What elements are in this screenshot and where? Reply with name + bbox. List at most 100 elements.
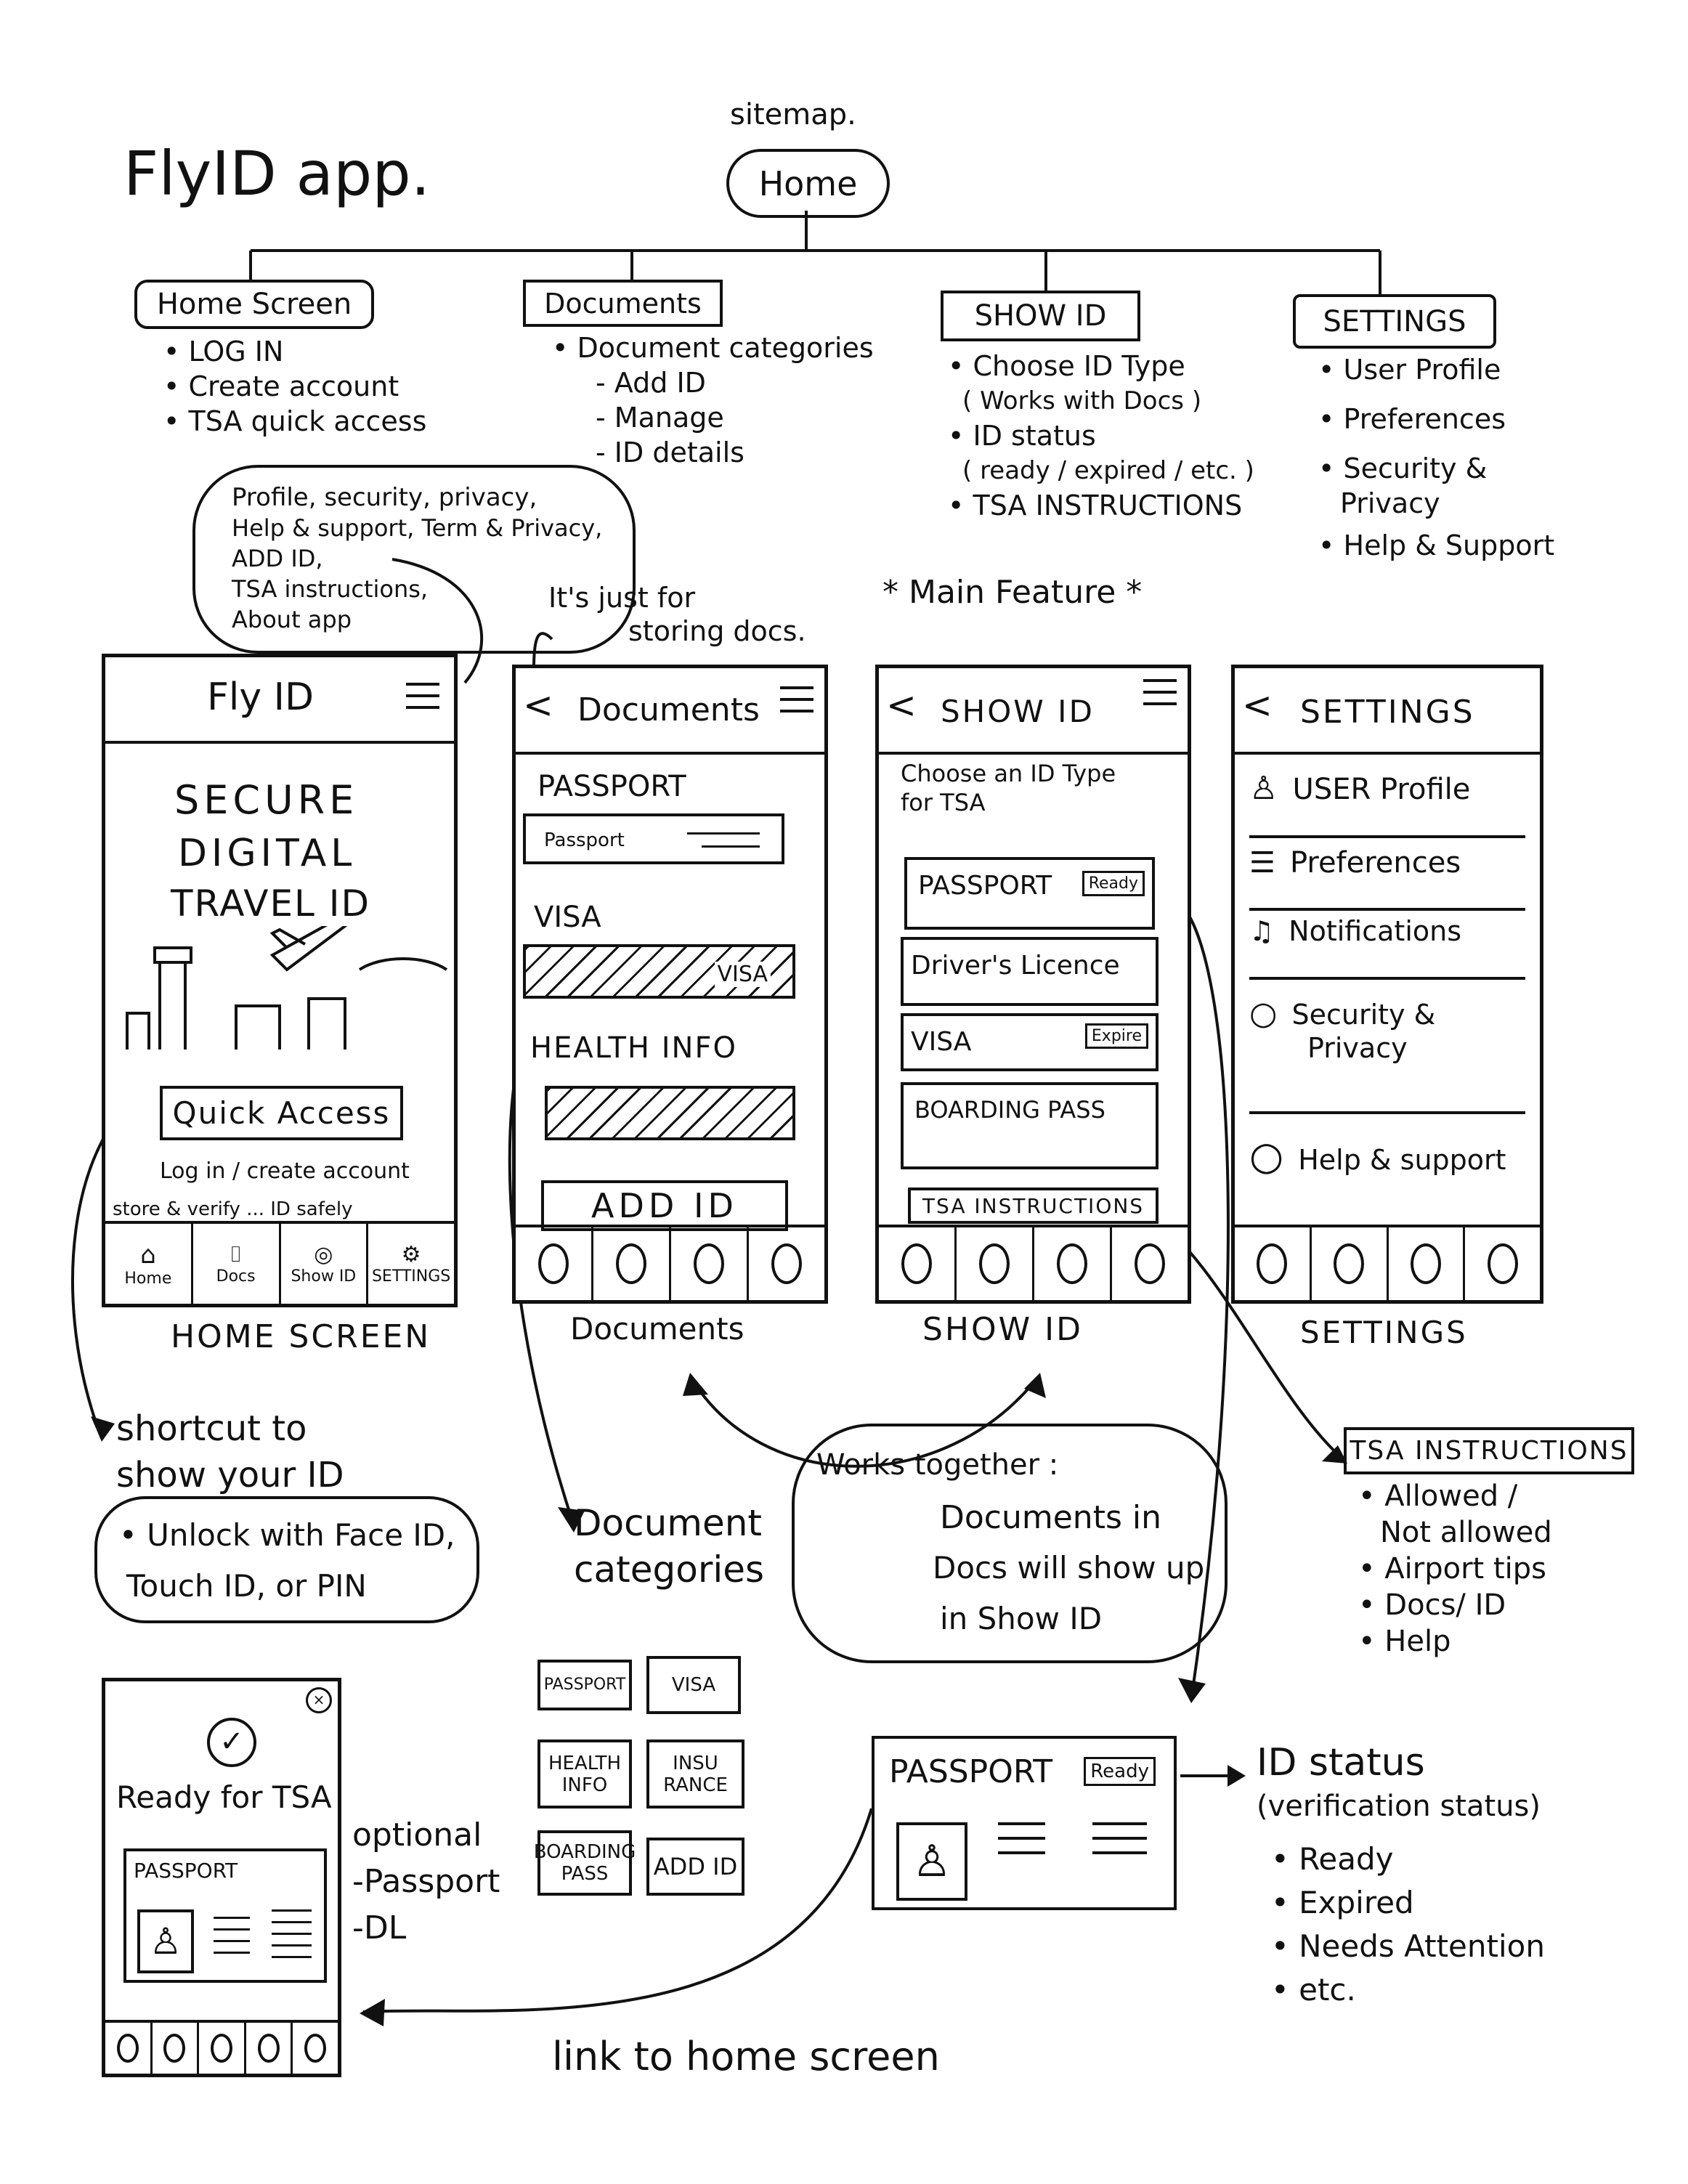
category-tile[interactable]: ADD ID (646, 1838, 744, 1896)
city-illustration (126, 926, 448, 1050)
settings-item-user-profile[interactable]: ♙ USER Profile (1249, 770, 1525, 838)
nav-tab[interactable] (671, 1227, 749, 1300)
passport-card[interactable]: Passport (523, 813, 784, 864)
back-icon[interactable]: < (523, 684, 553, 726)
nav-tab[interactable] (1034, 1227, 1112, 1300)
settings-phone: < SETTINGS ♙ USER Profile ☰ Preferences … (1231, 665, 1543, 1304)
category-tile[interactable]: HEALTH INFO (537, 1740, 632, 1809)
status-badge: Expire (1084, 1023, 1148, 1049)
id-card-passport[interactable]: PASSPORT Ready (904, 857, 1155, 930)
settings-title: SETTINGS (1300, 694, 1475, 731)
tsa-instructions-node-label: TSA INSTRUCTIONS (1350, 1436, 1628, 1466)
nav-tab[interactable] (293, 2023, 338, 2074)
nav-tab[interactable] (1112, 1227, 1188, 1300)
nav-tab[interactable] (516, 1227, 593, 1300)
menu-cloud-line: About app (232, 606, 352, 633)
ready-for-tsa-phone: × ✓ Ready for TSA PASSPORT ♙ (102, 1678, 341, 2077)
nav-tab[interactable] (105, 2023, 153, 2074)
node-documents-label: Documents (544, 287, 702, 320)
nav-tab[interactable] (749, 1227, 824, 1300)
nav-tab[interactable] (153, 2023, 200, 2074)
tsa-instructions-button[interactable]: TSA INSTRUCTIONS (908, 1188, 1159, 1224)
status-badge: Ready (1084, 1757, 1156, 1786)
bottom-nav (105, 2020, 338, 2074)
visa-card-label: VISA (714, 962, 771, 987)
nav-tab[interactable] (957, 1227, 1034, 1300)
menu-icon[interactable] (780, 686, 813, 715)
menu-icon[interactable] (406, 683, 439, 712)
nav-tab[interactable] (879, 1227, 957, 1300)
caption-show-id: SHOW ID (922, 1311, 1083, 1348)
login-link[interactable]: Log in / create account (160, 1158, 410, 1184)
help-icon: ○ (1249, 1133, 1284, 1179)
nav-tab[interactable] (1465, 1227, 1540, 1300)
settings-item-notifications[interactable]: ♫ Notifications (1249, 915, 1525, 980)
show-id-features: • Choose ID Type ( Works with Docs ) • I… (948, 349, 1254, 523)
nav-tab[interactable] (199, 2023, 246, 2074)
category-tile[interactable]: VISA (646, 1656, 741, 1714)
close-icon[interactable]: × (306, 1687, 332, 1713)
id-card-boarding-pass[interactable]: BOARDING PASS (901, 1082, 1159, 1169)
node-home-screen-label: Home Screen (156, 288, 352, 321)
unlock-cloud: • Unlock with Face ID, Touch ID, or PIN (94, 1496, 479, 1623)
id-card-visa[interactable]: VISA Expire (901, 1013, 1159, 1071)
back-icon[interactable]: < (886, 684, 917, 726)
settings-item-label: Preferences (1289, 846, 1461, 880)
health-card[interactable] (545, 1086, 795, 1140)
menu-cloud-line: TSA instructions, (232, 575, 429, 603)
feature-item: • Document categories (552, 332, 874, 364)
menu-icon[interactable] (1143, 679, 1177, 708)
add-id-button[interactable]: ADD ID (541, 1180, 788, 1231)
menu-cloud-line: Help & support, Term & Privacy, (232, 514, 603, 542)
settings-item-help[interactable]: ○ Help & support (1249, 1133, 1525, 1191)
settings-features: • User Profile • Preferences • Security … (1318, 352, 1554, 563)
check-circle-icon: ✓ (207, 1718, 256, 1767)
caption-settings: SETTINGS (1300, 1315, 1468, 1350)
category-tile[interactable]: PASSPORT (537, 1660, 632, 1710)
nav-tab[interactable] (246, 2023, 293, 2074)
main-feature-note: * Main Feature * (882, 574, 1143, 611)
ready-title: Ready for TSA (116, 1779, 332, 1815)
settings-item-label: USER Profile (1292, 773, 1471, 806)
documents-header: < Documents (516, 668, 824, 755)
tagline: store & verify ... ID safely (113, 1198, 353, 1220)
feature-item: ( ready / expired / etc. ) (962, 456, 1254, 485)
works-together-line: Docs will show up (933, 1550, 1205, 1586)
nav-home[interactable]: ⌂Home (105, 1224, 193, 1304)
back-icon[interactable]: < (1242, 684, 1273, 726)
id-card-drivers-licence[interactable]: Driver's Licence (901, 937, 1159, 1006)
feature-item: - Add ID (596, 367, 706, 399)
settings-item-preferences[interactable]: ☰ Preferences (1249, 846, 1525, 911)
nav-show-id[interactable]: ◎Show ID (281, 1224, 369, 1304)
passport-detail-card[interactable]: PASSPORT Ready ♙ (872, 1736, 1177, 1910)
category-tile[interactable]: BOARDING PASS (534, 1830, 636, 1896)
ready-id-card[interactable]: PASSPORT ♙ (123, 1848, 327, 1983)
quick-access-button[interactable]: Quick Access (160, 1086, 403, 1140)
avatar: ♙ (896, 1822, 967, 1901)
node-settings: SETTINGS (1293, 294, 1496, 349)
nav-tab[interactable] (1312, 1227, 1389, 1300)
nav-docs[interactable]: ⌷Docs (193, 1224, 281, 1304)
nav-tab[interactable] (1389, 1227, 1466, 1300)
unlock-line: Touch ID, or PIN (126, 1568, 367, 1604)
headline-line: TRAVEL ID (171, 882, 371, 925)
nav-tab[interactable] (1235, 1227, 1312, 1300)
feature-item: • User Profile (1318, 354, 1501, 386)
section-passport: PASSPORT (537, 770, 686, 803)
status-badge: Ready (1082, 871, 1145, 896)
node-documents: Documents (523, 280, 723, 327)
link-note: link to home screen (552, 2034, 940, 2079)
nav-settings[interactable]: ⚙SETTINGS (371, 1242, 451, 1286)
nav-tab[interactable] (593, 1227, 671, 1300)
category-tile[interactable]: INSU RANCE (646, 1740, 744, 1809)
section-health-info: HEALTH INFO (530, 1031, 737, 1065)
menu-cloud-line: Profile, security, privacy, (232, 483, 537, 512)
visa-card[interactable]: VISA (523, 944, 795, 999)
unlock-line: • Unlock with Face ID, (119, 1517, 455, 1553)
tsa-instructions-items: • Allowed / Not allowed • Airport tips •… (1358, 1479, 1552, 1658)
add-id-label: ADD ID (591, 1186, 738, 1225)
settings-item-security[interactable]: ○ Security & Privacy (1249, 995, 1525, 1114)
